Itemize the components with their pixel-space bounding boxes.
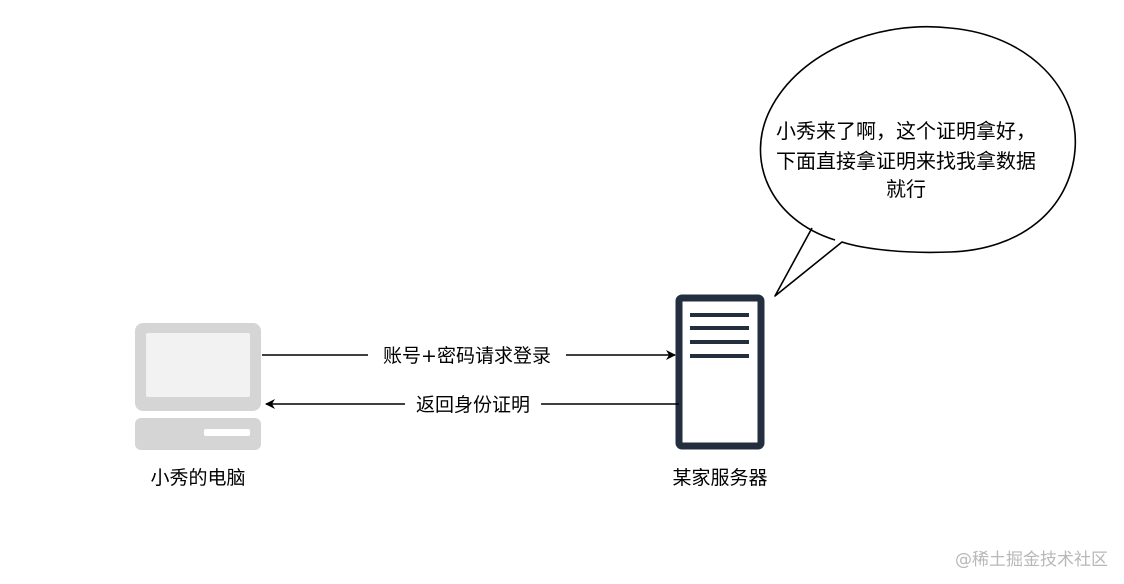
desktop-computer-icon (135, 323, 261, 450)
server-node: 某家服务器 (672, 294, 768, 489)
server-label: 某家服务器 (672, 467, 767, 489)
edge-login-request: 账号+密码请求登录 (262, 341, 676, 369)
edge-return-label: 返回身份证明 (416, 394, 530, 416)
computer-label: 小秀的电脑 (150, 467, 245, 489)
speech-bubble-shape (759, 26, 1077, 297)
speech-bubble-line-3: 就行 (886, 177, 926, 201)
watermark: @稀土掘金技术社区 (955, 550, 1108, 570)
edge-login-label: 账号+密码请求登录 (383, 345, 551, 367)
server-icon (675, 294, 765, 450)
computer-node: 小秀的电脑 (135, 323, 261, 489)
speech-bubble: 小秀来了啊，这个证明拿好， 下面直接拿证明来找我拿数据 就行 (759, 26, 1077, 297)
edge-return-proof: 返回身份证明 (265, 390, 679, 418)
speech-bubble-line-1: 小秀来了啊，这个证明拿好， (776, 119, 1036, 143)
speech-bubble-line-2: 下面直接拿证明来找我拿数据 (776, 149, 1036, 173)
